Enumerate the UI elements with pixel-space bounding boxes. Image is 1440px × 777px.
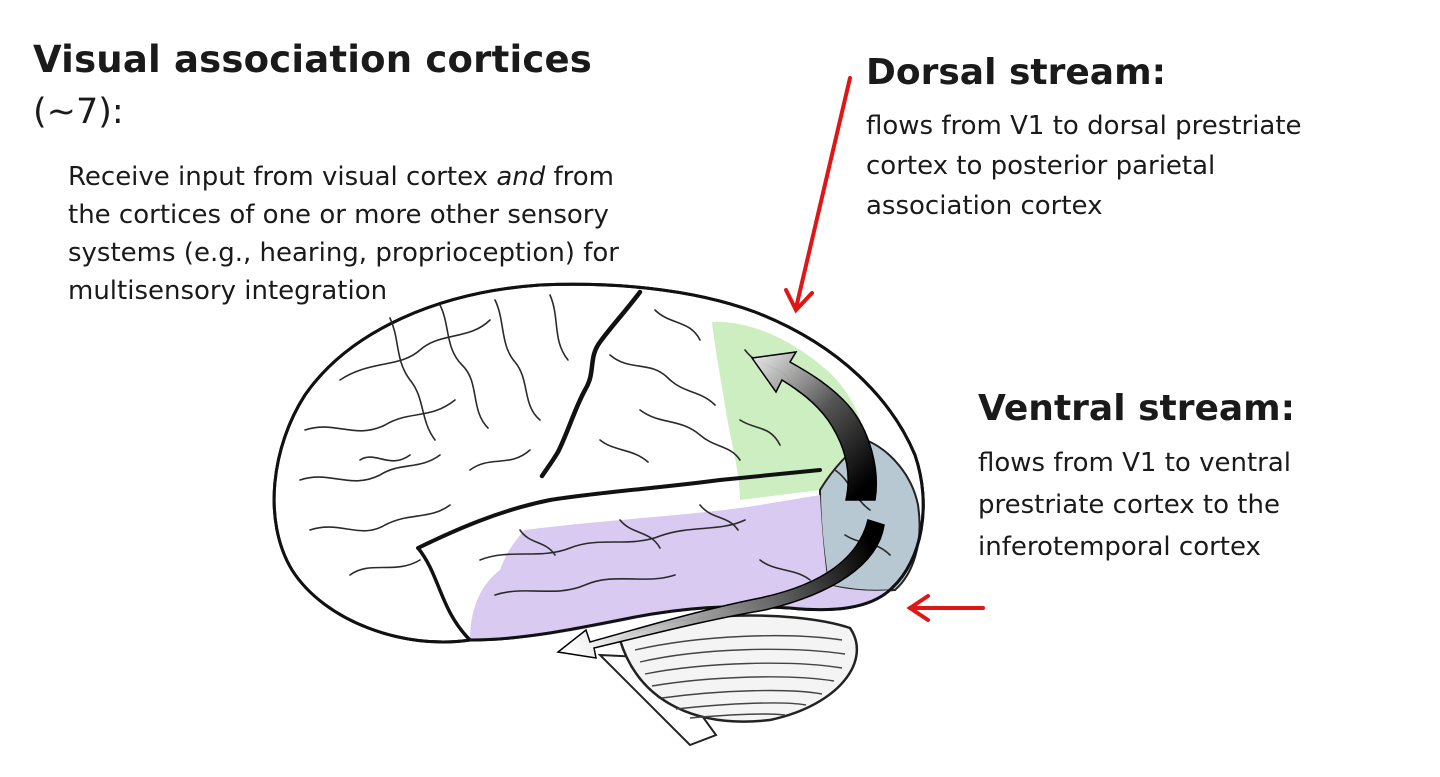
lateral-fissure	[416, 468, 822, 550]
dorsal-line-3: association cortex	[866, 191, 1103, 221]
ventral-line-3: inferotemporal cortex	[978, 532, 1261, 562]
diagram-title: Visual association cortices	[33, 38, 593, 81]
area-count: (~7):	[33, 92, 124, 132]
dorsal-line-2: cortex to posterior parietal	[866, 151, 1216, 181]
dorsal-prestriate-region	[712, 321, 866, 500]
dorsal-pointer-arrow	[784, 76, 852, 314]
ventral-stream-description: flows from V1 to ventral prestriate cort…	[978, 442, 1398, 568]
visual-association-description: Receive input from visual cortex and fro…	[68, 158, 718, 310]
temporal-lobe-boundary	[416, 546, 472, 642]
ventral-stream-title: Ventral stream:	[978, 388, 1296, 429]
dorsal-stream-description: flows from V1 to dorsal prestriate corte…	[866, 106, 1386, 226]
dorsal-line-1: flows from V1 to dorsal prestriate	[866, 111, 1302, 141]
dorsal-stream-arrow	[750, 351, 878, 501]
central-sulcus	[539, 289, 643, 479]
ventral-pointer-arrow	[906, 594, 985, 622]
ventral-line-1: flows from V1 to ventral	[978, 448, 1291, 478]
dorsal-stream-title: Dorsal stream:	[866, 52, 1166, 93]
description-line-3: systems (e.g., hearing, proprioception) …	[68, 238, 619, 268]
description-line-2: the cortices of one or more other sensor…	[68, 200, 609, 230]
description-line-4: multisensory integration	[68, 276, 388, 306]
ventral-line-2: prestriate cortex to the	[978, 490, 1280, 520]
description-line-1: Receive input from visual cortex and fro…	[68, 162, 615, 192]
ventral-stream-arrow	[556, 519, 885, 659]
primary-visual-cortex-region	[818, 438, 921, 592]
